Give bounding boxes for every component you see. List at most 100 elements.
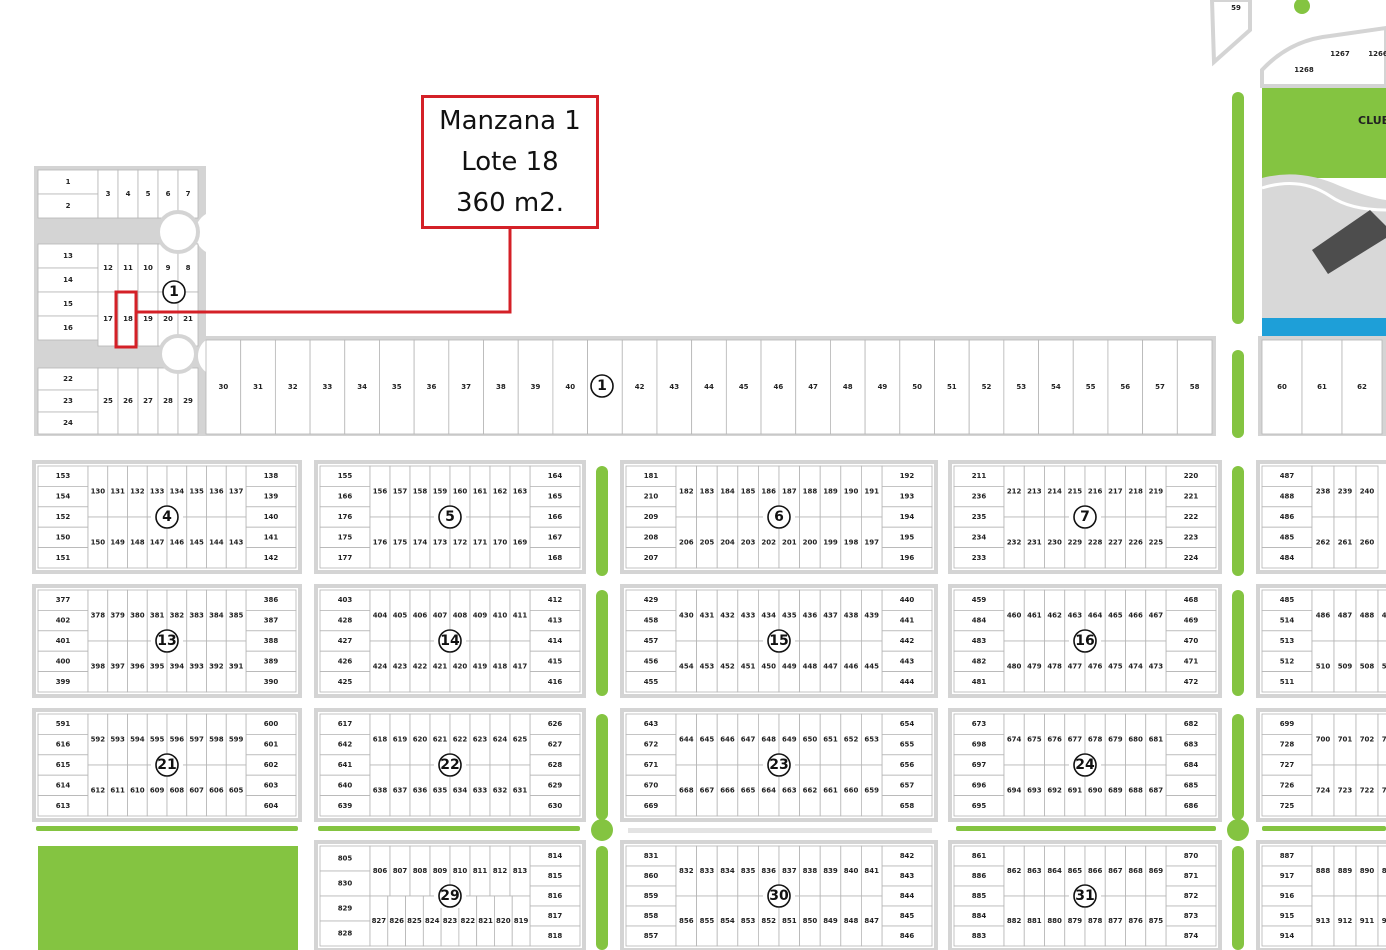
lot-number: 916 [1280, 892, 1295, 900]
lot[interactable] [1145, 764, 1167, 817]
lot-number: 156 [373, 488, 388, 496]
lot-number: 833 [700, 867, 715, 875]
lot[interactable] [1377, 589, 1386, 642]
lot[interactable] [691, 339, 727, 435]
lot[interactable] [552, 339, 588, 435]
lot[interactable] [509, 516, 531, 569]
lot[interactable] [344, 339, 380, 435]
lot-number: 805 [338, 855, 353, 863]
lot-number: 462 [1047, 612, 1062, 620]
lot[interactable] [37, 169, 99, 195]
lot[interactable] [1355, 516, 1379, 569]
lot-number: 609 [150, 787, 165, 795]
lot[interactable] [1072, 339, 1109, 435]
block-number-badge [1073, 505, 1097, 529]
lot-number: 690 [1088, 787, 1103, 795]
lot-number: 27 [143, 397, 153, 405]
lot[interactable] [861, 640, 883, 693]
lot-number: 450 [761, 663, 776, 671]
lot[interactable] [1145, 640, 1167, 693]
lot[interactable] [1377, 640, 1386, 693]
lot[interactable] [1107, 339, 1144, 435]
lot[interactable] [1176, 339, 1213, 435]
lot[interactable] [509, 640, 531, 693]
lot-number: 813 [513, 867, 528, 875]
lot[interactable] [1377, 764, 1386, 817]
lot[interactable] [1377, 895, 1386, 947]
lot[interactable] [319, 895, 371, 922]
lot-number: 845 [900, 912, 915, 920]
lot[interactable] [861, 764, 883, 817]
lot[interactable] [1003, 339, 1039, 435]
lot-number: 218 [1128, 488, 1143, 496]
svg-text:59: 59 [1231, 4, 1241, 12]
lot-number: 165 [548, 493, 563, 501]
lot[interactable] [760, 339, 797, 435]
lot[interactable] [1145, 516, 1167, 569]
lot-number: 724 [1316, 787, 1331, 795]
block-number: 31 [1075, 888, 1094, 904]
lot[interactable] [37, 291, 99, 317]
block-number: 21 [157, 757, 176, 773]
lot-number: 5 [146, 190, 151, 198]
lot[interactable] [1145, 895, 1167, 947]
lot-number: 420 [453, 663, 468, 671]
lot-number: 61 [1317, 383, 1327, 391]
lot-number: 415 [548, 657, 563, 665]
lot[interactable] [1038, 339, 1074, 435]
lot[interactable] [517, 339, 554, 435]
lot[interactable] [225, 640, 247, 693]
lot-number: 131 [110, 488, 125, 496]
lot[interactable] [240, 339, 276, 435]
lot-number: 159 [433, 488, 448, 496]
lot[interactable] [319, 920, 371, 947]
lot-number: 672 [644, 741, 659, 749]
lot-number: 854 [720, 917, 735, 925]
lot[interactable] [899, 339, 935, 435]
lot[interactable] [1261, 339, 1303, 435]
lot[interactable] [483, 339, 519, 435]
lot-number: 224 [1184, 554, 1199, 562]
lot[interactable] [795, 339, 831, 435]
lot-number: 222 [1184, 513, 1199, 521]
lot[interactable] [861, 895, 883, 947]
lot-number: 32 [288, 383, 298, 391]
lot-number: 390 [264, 678, 279, 686]
lot[interactable] [274, 339, 311, 435]
lot[interactable] [205, 339, 242, 435]
lot-number: 886 [972, 872, 987, 880]
lot-number: 137 [229, 488, 244, 496]
lot[interactable] [1377, 845, 1386, 897]
lot[interactable] [621, 339, 658, 435]
lot[interactable] [448, 339, 484, 435]
lot[interactable] [225, 516, 247, 569]
lot-number: 213 [1027, 488, 1042, 496]
lot-number: 860 [644, 872, 659, 880]
lot-number: 646 [720, 736, 735, 744]
lot-number: 430 [679, 612, 694, 620]
lot[interactable] [225, 764, 247, 817]
lot[interactable] [1341, 339, 1383, 435]
lot[interactable] [934, 339, 970, 435]
lot[interactable] [1377, 713, 1386, 766]
lot-number: 236 [972, 493, 987, 501]
lot[interactable] [861, 516, 883, 569]
lot[interactable] [1142, 339, 1178, 435]
lot[interactable] [37, 267, 99, 293]
lot[interactable] [309, 339, 346, 435]
lot[interactable] [319, 870, 371, 897]
lot-number: 875 [1149, 917, 1164, 925]
lot[interactable] [37, 315, 99, 341]
lot[interactable] [511, 895, 531, 947]
lot-number: 809 [433, 867, 448, 875]
lot[interactable] [509, 764, 531, 817]
lot-number: 230 [1047, 539, 1062, 547]
lot[interactable] [864, 339, 901, 435]
lot[interactable] [968, 339, 1005, 435]
lot[interactable] [830, 339, 866, 435]
lot[interactable] [379, 339, 415, 435]
block-number: 6 [774, 509, 784, 525]
block-number: 23 [769, 757, 788, 773]
